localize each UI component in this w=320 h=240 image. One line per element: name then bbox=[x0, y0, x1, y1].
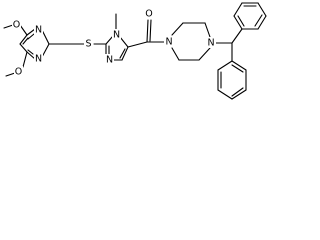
bond bbox=[231, 64, 244, 73]
carbonyl-oxygen: O bbox=[144, 8, 154, 20]
bond bbox=[231, 28, 243, 44]
atom-label: N bbox=[35, 25, 42, 36]
bond bbox=[233, 15, 243, 30]
bond bbox=[254, 14, 263, 27]
bond bbox=[41, 43, 50, 58]
bond bbox=[119, 48, 126, 59]
bond bbox=[231, 87, 244, 97]
pyrimidine-nitrogen-2: N bbox=[34, 53, 43, 65]
bond bbox=[198, 47, 211, 61]
bond bbox=[41, 29, 50, 45]
atom-label: N bbox=[165, 37, 172, 48]
bond bbox=[171, 47, 180, 61]
molecule-structure: O N N O S N N O bbox=[3, 2, 267, 100]
sulfur-atom: S bbox=[84, 38, 93, 50]
bond bbox=[237, 15, 245, 27]
bond bbox=[204, 22, 211, 38]
bond bbox=[22, 37, 29, 45]
bond bbox=[217, 60, 233, 71]
atom-label: O bbox=[15, 67, 22, 78]
atom-label: S bbox=[85, 39, 91, 50]
bond bbox=[26, 28, 36, 36]
bond bbox=[149, 19, 152, 42]
imidazole-nitrogen-methyl: N bbox=[112, 29, 121, 41]
bond bbox=[121, 46, 129, 61]
bond bbox=[231, 89, 247, 100]
bond bbox=[257, 2, 267, 17]
bond bbox=[127, 41, 148, 48]
bond bbox=[146, 19, 149, 43]
bond bbox=[26, 51, 36, 60]
piperazine-nitrogen-2: N bbox=[206, 37, 216, 49]
bond bbox=[3, 24, 14, 29]
bond bbox=[233, 2, 243, 17]
piperazine-nitrogen-1: N bbox=[164, 36, 174, 48]
bond bbox=[19, 43, 28, 53]
bond bbox=[19, 24, 28, 36]
atom-labels: O N N O S N N O bbox=[12, 8, 216, 78]
bond bbox=[171, 22, 184, 36]
atom-label: N bbox=[113, 30, 120, 41]
bond bbox=[231, 60, 247, 71]
bond bbox=[257, 15, 267, 30]
oxygen-atom-bottom: O bbox=[14, 66, 23, 78]
bond bbox=[105, 35, 114, 45]
bond bbox=[22, 51, 28, 68]
atom-label: O bbox=[145, 9, 152, 20]
bond-lines bbox=[3, 2, 267, 100]
oxygen-atom-top: O bbox=[12, 19, 21, 31]
atom-label: N bbox=[35, 54, 42, 65]
bond bbox=[19, 34, 28, 45]
atom-label: O bbox=[13, 20, 20, 31]
imidazole-nitrogen-ring: N bbox=[105, 54, 114, 66]
bond bbox=[27, 49, 34, 55]
pyrimidine-nitrogen-1: N bbox=[34, 24, 43, 36]
bond bbox=[217, 89, 233, 100]
atom-label: N bbox=[207, 38, 214, 49]
atom-label: N bbox=[106, 55, 113, 66]
bond bbox=[5, 72, 16, 77]
bond bbox=[119, 36, 129, 48]
bond bbox=[27, 33, 35, 40]
